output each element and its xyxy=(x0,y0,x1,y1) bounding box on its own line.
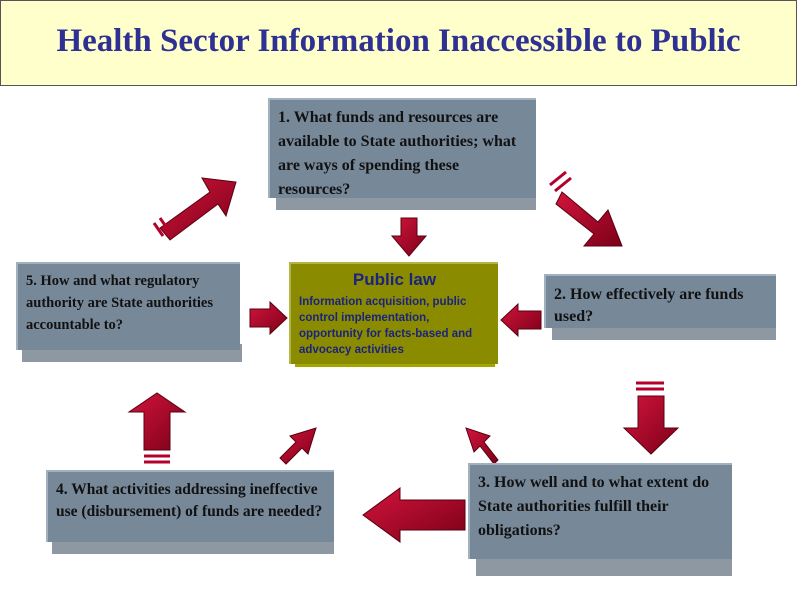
question-box-2: 2. How effectively are funds used? xyxy=(544,274,776,328)
question-3-text: 3. How well and to what extent do State … xyxy=(478,474,710,539)
arrow-box5-to-center xyxy=(249,300,288,336)
question-box-5: 5. How and what regulatory authority are… xyxy=(16,262,240,350)
arrow-box4-to-center xyxy=(279,427,317,465)
arrow-box2-to-box3 xyxy=(622,381,680,455)
question-box-4: 4. What activities addressing ineffectiv… xyxy=(46,470,334,542)
arrow-box1-to-center xyxy=(390,217,428,257)
center-box: Public law Information acquisition, publ… xyxy=(289,262,498,364)
question-2-text: 2. How effectively are funds used? xyxy=(554,286,744,325)
arrow-box4-to-box5 xyxy=(127,392,187,464)
question-box-1: 1. What funds and resources are availabl… xyxy=(268,98,536,198)
question-1-text: 1. What funds and resources are availabl… xyxy=(278,109,517,198)
arrow-box3-to-box4 xyxy=(362,487,466,543)
question-5-text: 5. How and what regulatory authority are… xyxy=(26,273,213,333)
arrow-box5-to-box1 xyxy=(152,177,237,241)
center-body: Information acquisition, public control … xyxy=(299,296,473,356)
page-title: Health Sector Information Inaccessible t… xyxy=(56,23,741,59)
title-bar: Health Sector Information Inaccessible t… xyxy=(0,0,797,86)
box3-shadow xyxy=(476,556,732,576)
arrow-box2-to-center xyxy=(500,302,542,338)
arrow-box1-to-box2 xyxy=(549,170,623,247)
arrow-box3-to-center xyxy=(465,427,499,465)
question-4-text: 4. What activities addressing ineffectiv… xyxy=(56,481,323,520)
center-title: Public law xyxy=(352,270,437,289)
question-box-3: 3. How well and to what extent do State … xyxy=(468,463,732,559)
